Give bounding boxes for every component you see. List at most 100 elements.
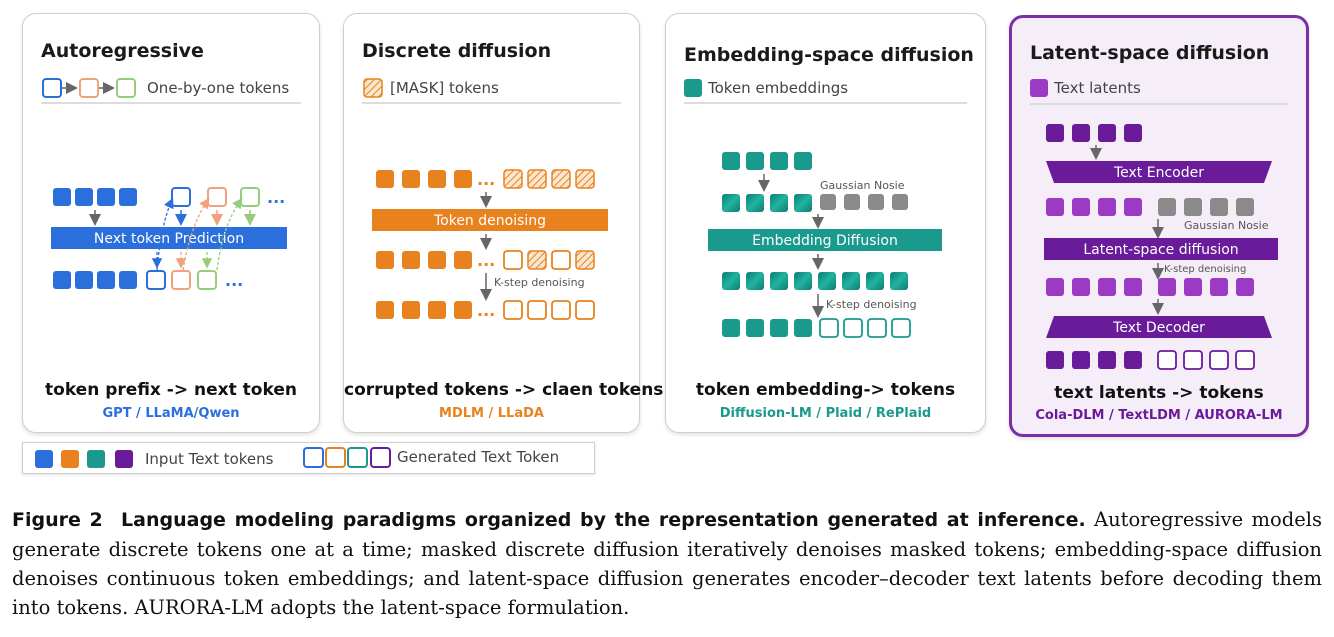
generated-token <box>551 250 571 270</box>
panel-legend: One-by-one tokens <box>41 74 289 102</box>
bar-label: Token denoising <box>433 213 546 229</box>
input-token <box>402 301 420 319</box>
input-token-swatch <box>61 450 79 468</box>
generated-token <box>197 270 217 290</box>
decoder-label: Text Decoder <box>1112 320 1205 336</box>
token-embedding <box>770 194 788 212</box>
input-token-swatch <box>115 450 133 468</box>
generated-token <box>146 270 166 290</box>
input-token <box>1098 124 1116 142</box>
text-latent <box>1236 278 1254 296</box>
generated-token <box>819 318 839 338</box>
input-token <box>97 188 115 206</box>
input-token-swatch <box>35 450 53 468</box>
input-token <box>376 170 394 188</box>
text-latent <box>1184 278 1202 296</box>
generated-token <box>527 300 547 320</box>
figure-label: Figure 2 <box>12 509 103 531</box>
generated-token-swatch <box>325 447 346 468</box>
input-token <box>746 319 764 337</box>
token-embedding-icon <box>684 79 702 97</box>
input-token <box>454 170 472 188</box>
token-legend-swatches <box>35 447 391 468</box>
text-latent <box>1124 278 1142 296</box>
input-token <box>454 251 472 269</box>
input-token <box>75 188 93 206</box>
input-token <box>119 188 137 206</box>
panel-caption: token embedding-> tokens <box>695 380 956 400</box>
input-token <box>53 188 71 206</box>
input-token <box>1098 351 1116 369</box>
noise-token <box>820 194 836 210</box>
input-token <box>1124 124 1142 142</box>
text-latent <box>1072 198 1090 216</box>
noise-token <box>892 194 908 210</box>
token-embedding <box>746 272 764 290</box>
input-token <box>1046 351 1064 369</box>
input-token <box>428 251 446 269</box>
mask-token <box>503 169 523 189</box>
input-token <box>376 251 394 269</box>
input-token <box>402 251 420 269</box>
text-latent <box>1158 278 1176 296</box>
panel-autoregressive: Autoregressive One-by-one tokens ... Nex… <box>22 13 320 433</box>
input-token <box>53 271 71 289</box>
generated-token <box>1235 350 1255 370</box>
token-legend: Input Text tokens Generated Text Token <box>22 442 595 474</box>
legend-label: [MASK] tokens <box>390 79 499 97</box>
bar-label: Next token Prediction <box>94 231 244 247</box>
mask-token <box>575 250 595 270</box>
figure-title: Language modeling paradigms organized by… <box>121 509 1086 531</box>
input-token <box>770 152 788 170</box>
input-token <box>1072 124 1090 142</box>
panel-title: Autoregressive <box>41 40 204 62</box>
feedback-arrow <box>156 197 174 271</box>
step-label: K-step denoising <box>826 298 917 311</box>
input-token <box>722 152 740 170</box>
ellipsis: ... <box>225 271 243 290</box>
text-latent <box>1046 278 1064 296</box>
one-by-one-tokens-icon <box>42 78 136 98</box>
figure-body: Autoregressive models generate discrete … <box>12 508 1322 619</box>
feedback-arrow <box>216 197 243 271</box>
input-token-swatch <box>87 450 105 468</box>
text-latent <box>1072 278 1090 296</box>
token-embedding <box>890 272 908 290</box>
generated-token <box>1157 350 1177 370</box>
token-embedding <box>794 194 812 212</box>
ellipsis: ... <box>477 251 495 270</box>
mask-token <box>527 250 547 270</box>
panel-discrete-diffusion: Discrete diffusion [MASK] tokens ... Tok… <box>343 13 663 433</box>
autoregressive-diagram: ... Next token Prediction ... <box>51 187 287 290</box>
generated-token-label: Generated Text Token <box>397 448 560 466</box>
latent-diffusion-bar <box>1044 238 1278 260</box>
input-token <box>722 319 740 337</box>
text-latent-icon <box>1030 79 1048 97</box>
input-token <box>75 271 93 289</box>
model-examples: Cola-DLM / TextLDM / AURORA-LM <box>1035 408 1283 423</box>
generated-token <box>843 318 863 338</box>
input-tokens-label: Input Text tokens <box>145 450 274 468</box>
encoder-label: Text Encoder <box>1113 165 1204 181</box>
generated-token <box>171 187 191 207</box>
token-embedding <box>722 272 740 290</box>
mask-token <box>575 169 595 189</box>
input-token <box>794 319 812 337</box>
generated-token <box>171 270 191 290</box>
noise-token <box>1184 198 1202 216</box>
generated-token <box>503 250 523 270</box>
token-denoising-bar <box>372 209 608 231</box>
input-token <box>1072 351 1090 369</box>
panel-title: Discrete diffusion <box>362 40 552 62</box>
generated-token-swatch <box>370 447 391 468</box>
generated-token <box>1209 350 1229 370</box>
input-token-row <box>53 188 137 206</box>
input-token <box>428 170 446 188</box>
divider <box>41 102 301 104</box>
discrete-diffusion-diagram: ... Token denoising ... K-step denoising… <box>372 169 608 320</box>
noise-token <box>868 194 884 210</box>
text-latent <box>1210 278 1228 296</box>
mask-token <box>551 169 571 189</box>
text-encoder-block <box>1046 161 1272 183</box>
text-latent <box>1098 278 1116 296</box>
